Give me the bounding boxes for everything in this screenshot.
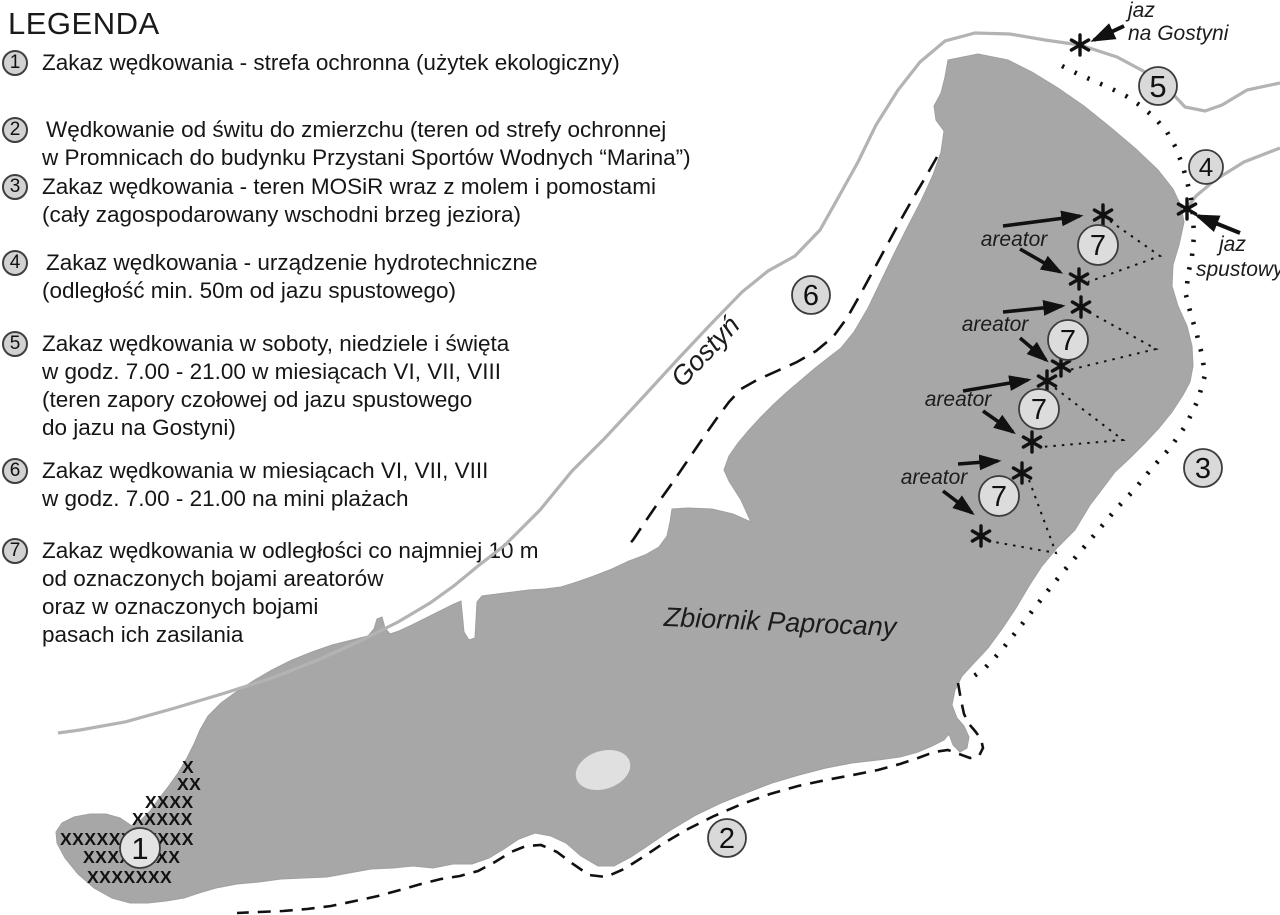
zone-marker-7-circle — [1077, 224, 1119, 266]
legend-text: (teren zapory czołowej od jazu spustoweg… — [42, 387, 473, 412]
jaz-gostyni-label-line2: na Gostyni — [1128, 22, 1230, 45]
jaz-spustowy-label-line1: jaz — [1216, 233, 1246, 256]
zone-marker-1-circle — [119, 827, 161, 869]
legend-text: w Promnicach do budynku Przystani Sportó… — [42, 145, 691, 170]
zone-marker-4-circle — [1188, 149, 1224, 185]
legend-marker-1: 1 — [2, 50, 28, 76]
aerator-arrow — [1002, 210, 1084, 228]
legend-text: (odległość min. 50m od jazu spustowego) — [42, 278, 456, 303]
x-row: XXXXX — [132, 809, 193, 829]
aerator-arrow — [981, 409, 1016, 435]
legend-text: pasach ich zasilania — [42, 622, 244, 647]
legend-text: Zakaz wędkowania - teren MOSiR wraz z mo… — [42, 174, 656, 199]
legend-text: Zakaz wędkowania - strefa ochronna (użyt… — [42, 50, 620, 75]
zone-marker-3-circle — [1183, 448, 1223, 488]
legend-marker-7: 7 — [2, 538, 28, 564]
aerator-arrow — [962, 375, 1032, 393]
zone-digit: 7 — [1090, 230, 1106, 262]
aerator-label: areator — [962, 313, 1030, 336]
legend-text: w godz. 7.00 - 21.00 w miesiącach VI, VI… — [42, 359, 501, 384]
zone-marker-2-circle — [707, 818, 747, 858]
zone-markers — [119, 66, 1224, 869]
aerator-arrow — [941, 489, 975, 516]
zone-marker-7-circle — [1047, 319, 1089, 361]
aerator-strip-dotted-4 — [988, 479, 1058, 555]
legend-text: Zakaz wędkowania - urządzenie hydrotechn… — [46, 250, 538, 275]
legend-text: Zakaz wędkowania w miesiącach VI, VII, V… — [42, 458, 489, 483]
zone-digit: 7 — [991, 481, 1007, 513]
jaz-spustowy-label-line2: spustowy — [1196, 258, 1280, 281]
zone-digit: 7 — [1060, 325, 1076, 357]
x-row: XXXXXXX — [87, 867, 172, 887]
legend-marker-5: 5 — [2, 331, 28, 357]
zone6-boundary-dashed — [625, 156, 939, 549]
aerator-strip-dotted-3 — [1040, 387, 1126, 448]
zone-digit: 6 — [803, 280, 819, 312]
zone-digit: 2 — [719, 823, 735, 855]
legend-text: Zakaz wędkowania w soboty, niedziele i ś… — [42, 331, 510, 356]
legend-marker-4: 4 — [2, 250, 28, 276]
zone-marker-7-circle — [1018, 388, 1060, 430]
river-name-label: Gostyń — [665, 310, 746, 393]
aerator-arrow — [1019, 247, 1064, 274]
aerator-arrow — [1002, 300, 1066, 316]
zone-digit: 3 — [1195, 453, 1211, 485]
legend-text: oraz w oznaczonych bojami — [42, 594, 319, 619]
legend-marker-6: 6 — [2, 458, 28, 484]
zone-digit: 1 — [131, 831, 148, 866]
aerator-label: areator — [901, 466, 969, 489]
aerator-label: areator — [925, 388, 993, 411]
aerator-label: areator — [981, 228, 1049, 251]
x-row: X — [182, 757, 194, 777]
legend-text: Zakaz wędkowania w odległości co najmnie… — [42, 538, 539, 563]
aerator-strip-dotted-1 — [1087, 220, 1163, 283]
island — [575, 749, 631, 791]
zone-marker-digits: 1 2 3 4 5 6 7 7 7 7 — [131, 69, 1213, 866]
jaz-gostyni-label-line1: jaz — [1125, 0, 1155, 22]
legend-title: LEGENDA — [8, 6, 160, 41]
aerator-arrow — [957, 454, 1002, 471]
legend-text: w godz. 7.00 - 21.00 na mini plażach — [42, 486, 409, 511]
legend-text: do jazu na Gostyni) — [42, 415, 236, 440]
aerator-strip-dotted-2 — [1068, 311, 1159, 371]
lake-body — [55, 53, 1194, 904]
jaz-spustowy-arrow — [1194, 214, 1241, 235]
legend-marker-2: 2 — [2, 117, 28, 143]
zone-digit: 4 — [1199, 152, 1213, 182]
legend-marker-3: 3 — [2, 174, 28, 200]
zone-marker-6-circle — [791, 275, 831, 315]
aerator-arrow — [1018, 336, 1049, 363]
zone-digit: 7 — [1031, 394, 1047, 426]
zone-digit: 5 — [1149, 69, 1166, 104]
jaz-gostyni-arrow — [1090, 23, 1125, 42]
legend-text: od oznaczonych bojami areatorów — [42, 566, 384, 591]
x-row: XX — [177, 774, 201, 794]
river-gostyn-line — [57, 31, 1280, 735]
x-row: XXXX — [145, 792, 194, 812]
zone-marker-5-circle — [1138, 66, 1178, 106]
zone-marker-7-circle — [978, 475, 1020, 517]
legend-text: Wędkowanie od świtu do zmierzchu (teren … — [46, 117, 667, 142]
legend-text: (cały zagospodarowany wschodni brzeg jez… — [42, 202, 521, 227]
